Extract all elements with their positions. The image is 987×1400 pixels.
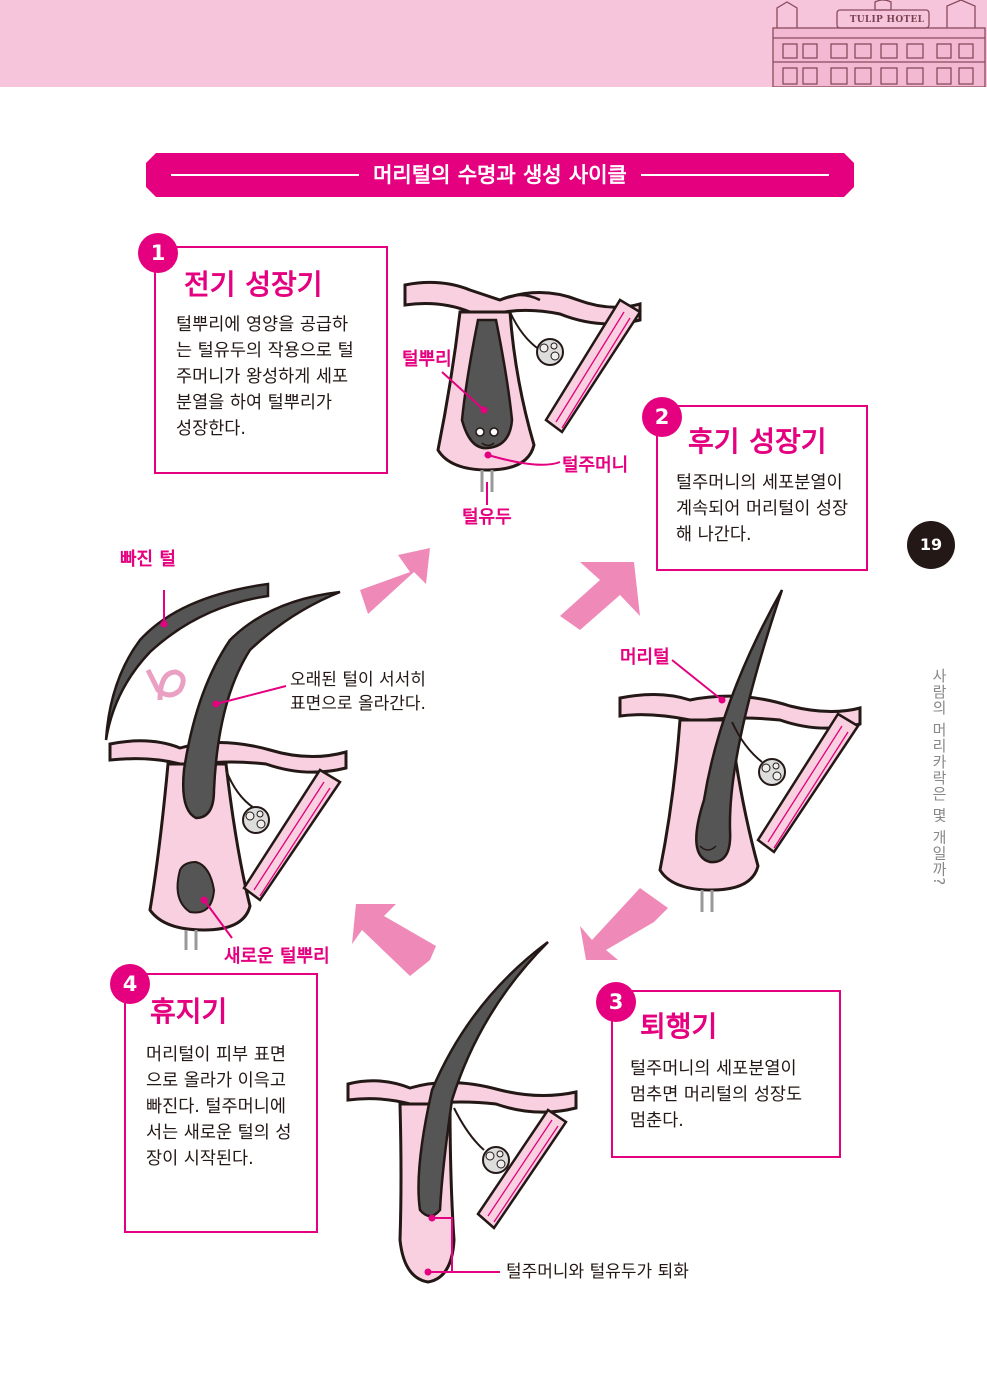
stage1-follicle (403, 280, 642, 505)
stage1-number: 1 (138, 233, 178, 273)
stage1-box (154, 246, 388, 474)
stage2-title: 후기 성장기 (688, 425, 827, 458)
arrow-stage1-to-2 (560, 562, 640, 630)
title-rule-left (171, 174, 411, 176)
stage4-description: 머리털이 피부 표면 으로 올라가 이윽고 빠진다. 털주머니에 서는 새로운 … (146, 1045, 292, 1169)
stage4-number: 4 (110, 964, 150, 1004)
stage3-box (611, 990, 841, 1158)
stage2-follicle (618, 589, 862, 912)
stage1-description: 털뿌리에 영양을 공급하 는 털유두의 작용으로 털 주머니가 왕성하게 세포 … (176, 315, 354, 439)
stage4-box (124, 973, 318, 1233)
stage3-follicle (346, 940, 578, 1284)
section-title: 머리털의 수명과 생성 사이클 (359, 163, 641, 187)
page-number: 19 (907, 521, 955, 569)
section-title-bar: 머리털의 수명과 생성 사이클 (146, 153, 854, 197)
chapter-side-title: 사람의 머리카락은 몇 개일까? (930, 668, 948, 887)
arrow-stage4-to-1 (360, 548, 430, 614)
label-papilla: 털유두 (462, 507, 512, 528)
arrow-stage3-to-4 (352, 904, 436, 976)
label-regression: 털주머니와 털유두가 퇴화 (506, 1262, 689, 1282)
stage4-follicle (104, 582, 348, 950)
stage4-title: 휴지기 (150, 995, 228, 1028)
label-hair: 머리털 (620, 647, 670, 668)
label-root: 털뿌리 (402, 349, 452, 370)
hotel-sign: TULIP HOTEL (849, 15, 925, 25)
arrow-stage2-to-3 (580, 888, 668, 960)
stage2-box (656, 405, 868, 571)
stage3-title: 퇴행기 (640, 1010, 718, 1043)
label-follicle: 털주머니 (562, 455, 629, 476)
label-shed-hair: 빠진 털 (120, 549, 176, 570)
label-old-hair: 오래된 털이 서서히 표면으로 올라간다. (290, 670, 426, 714)
stage2-number: 2 (642, 397, 682, 437)
stage3-description: 털주머니의 세포분열이 멈추면 머리털의 성장도 멈춘다. (630, 1059, 803, 1131)
stage3-number: 3 (596, 982, 636, 1022)
title-rule-right (589, 174, 829, 176)
stage1-title: 전기 성장기 (184, 268, 323, 301)
hotel-building-illustration (772, 0, 986, 87)
label-new-root: 새로운 털뿌리 (224, 946, 330, 967)
stage2-description: 털주머니의 세포분열이 계속되어 머리털이 성장 해 나간다. (676, 473, 849, 545)
